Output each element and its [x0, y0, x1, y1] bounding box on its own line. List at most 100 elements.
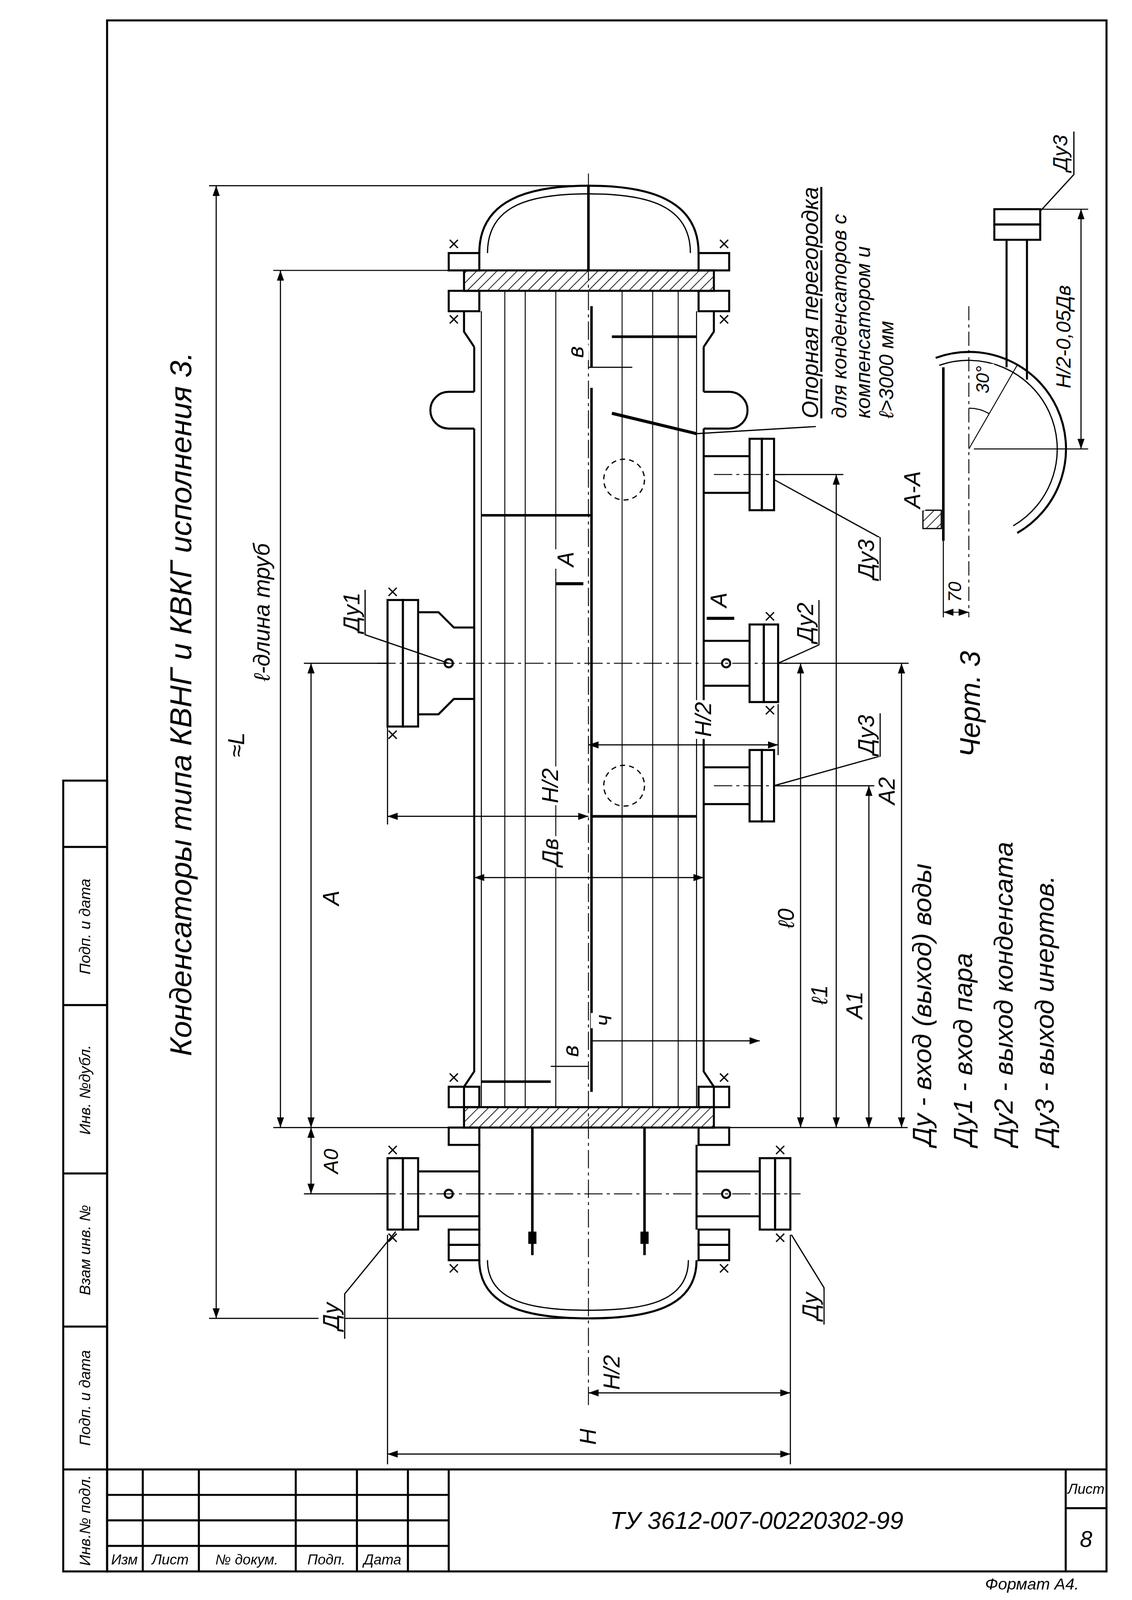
- nozzles: [387, 438, 791, 1230]
- sheet-number: 8: [1080, 1526, 1093, 1553]
- vessel-body: [703, 391, 748, 429]
- dimension-label: H: [575, 1425, 602, 1447]
- vessel-body: [479, 1259, 697, 1318]
- nozzle-label: Ду1: [338, 589, 365, 634]
- stamp-cell: Лист: [152, 1550, 190, 1567]
- dimension-lines: [387, 1453, 791, 1455]
- dimension-lines: [387, 1234, 791, 1464]
- vessel-body: [698, 1086, 730, 1107]
- dimension-lines: [777, 703, 779, 755]
- stamp-cell: Подп. и дата: [76, 878, 94, 974]
- nozzle-label: Ду: [797, 1290, 824, 1322]
- dimension-lines: [868, 785, 870, 1127]
- section-view: [922, 510, 942, 529]
- dimension-lines: [310, 662, 312, 1127]
- nozzle-label: Ду3: [854, 537, 881, 581]
- section-mark: А: [706, 590, 733, 610]
- vessel-body: [448, 252, 480, 271]
- vessel-body: [698, 290, 730, 312]
- vessel-body: [448, 1086, 480, 1107]
- nozzle-label: Ду3: [1049, 133, 1073, 174]
- vessel-body: [430, 185, 748, 1318]
- stamp-cell: Изм: [111, 1550, 138, 1567]
- vessel-body: [479, 1144, 697, 1230]
- vessel-body: [698, 1126, 730, 1145]
- leader-lines: [344, 1231, 396, 1339]
- note-heading: Опорная перегородка: [797, 184, 824, 421]
- dimension-label: H/2: [537, 765, 564, 805]
- vessel-body: [504, 290, 679, 1107]
- notation-line: Ду3 - выход инертов.: [1029, 873, 1061, 1148]
- section-view: [968, 306, 970, 618]
- vessel-body: [529, 1232, 536, 1243]
- vessel-body: [430, 391, 475, 429]
- format-note: Формат А4.: [985, 1574, 1080, 1594]
- vessel-body: [464, 346, 475, 1107]
- nozzle-label: Ду2: [792, 600, 819, 645]
- section-view: [1080, 209, 1082, 449]
- vessel-body: [611, 413, 697, 434]
- dimension-lines: [588, 1391, 791, 1393]
- dimension-lines: [591, 1039, 760, 1041]
- dimension-label: в: [563, 343, 590, 360]
- leader-lines: [1040, 131, 1075, 212]
- vessel-body: [641, 1232, 648, 1243]
- sheet-frame: [107, 1468, 1107, 1546]
- dimension-lines: [303, 662, 388, 1194]
- sheet-frame: [63, 780, 108, 1571]
- bolt-marks: [388, 239, 785, 1272]
- leader-lines: [791, 1234, 825, 1324]
- dimension-lines: [215, 185, 217, 1318]
- vessel-body: [464, 311, 714, 347]
- stamp-cell: Подп. и дата: [76, 1349, 94, 1446]
- section-view: [994, 224, 1041, 241]
- dimension-lines: [279, 270, 281, 1127]
- nozzle-label: Ду: [318, 1300, 345, 1332]
- dimension-label: 30°: [972, 363, 994, 396]
- dimension-label: ℓ-длина труб: [249, 541, 276, 684]
- stamp-cell: Взам инв. №: [76, 1204, 94, 1295]
- vessel-body: [448, 1126, 480, 1145]
- dimension-lines: [209, 185, 572, 1318]
- vessel-body: [555, 583, 735, 619]
- dimension-label: A: [318, 888, 345, 908]
- section-view: [942, 367, 945, 541]
- vessel-body: [481, 336, 697, 1082]
- vessel-body: [464, 270, 714, 291]
- sheet-frame: [63, 20, 1107, 1572]
- stamp-cell: Инв.№ подл.: [76, 1474, 94, 1566]
- vessel-body: [698, 1229, 730, 1245]
- dimension-lines: [901, 662, 902, 1127]
- dimension-lines: [474, 876, 704, 878]
- dimension-label: Дв: [537, 835, 564, 868]
- stamp-cell: Дата: [363, 1550, 402, 1567]
- bolt-marks: [388, 239, 785, 1272]
- dimension-label: ℓ1: [807, 982, 834, 1007]
- dimension-label: A0: [319, 1146, 344, 1176]
- notation-line: Ду - вход (выход) воды: [907, 860, 939, 1148]
- dimension-label: в: [558, 1042, 584, 1059]
- dimension-label: ≈L: [223, 730, 250, 759]
- section-view: [935, 351, 1066, 533]
- drawing-title: Конденсаторы типа КВНГ и КВКГ исполнения…: [163, 349, 200, 1058]
- dimension-lines: [310, 1126, 312, 1194]
- leader-lines: [696, 426, 816, 434]
- sheet-frame: [142, 1468, 1107, 1571]
- dimension-lines: [835, 474, 837, 1127]
- vessel-body: [698, 252, 730, 271]
- section-view: [968, 408, 990, 414]
- sheet-frame: [107, 20, 1107, 1572]
- section-view: [994, 209, 1041, 225]
- leader-lines: [778, 599, 820, 664]
- figure-caption: Черт. 3: [954, 648, 988, 759]
- section-view: [943, 611, 969, 613]
- leader-lines: [344, 131, 1075, 1339]
- vessel-body: [448, 1229, 480, 1245]
- dimension-label: A2: [874, 774, 901, 807]
- dimension-lines: [799, 662, 801, 1127]
- stamp-cell: № докум.: [215, 1550, 279, 1567]
- vessel-body: [603, 459, 645, 501]
- document-code: ТУ 3612-007-00220302-99: [609, 1505, 904, 1534]
- note-text: для конденсаторов с компенсатором и ℓ>30…: [828, 181, 899, 421]
- leader-lines: [364, 589, 449, 663]
